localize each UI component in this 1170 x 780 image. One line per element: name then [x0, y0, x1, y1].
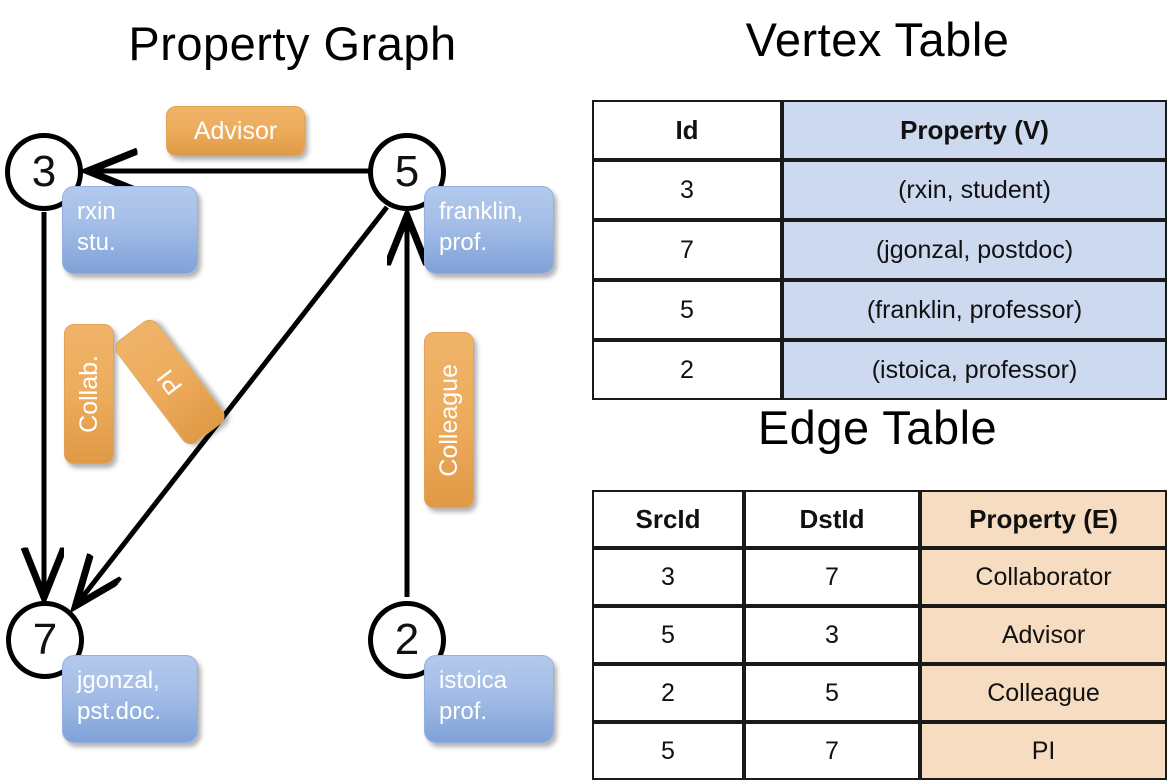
edge-table-header-dstid: DstId: [744, 490, 920, 548]
vertex-table-header-property: Property (V): [782, 100, 1167, 160]
node-property-line-2: prof.: [439, 697, 488, 725]
vertex-cell-id: 5: [592, 280, 782, 340]
vertex-table: Id Property (V) 3 (rxin, student) 7 (jgo…: [592, 100, 1167, 400]
graph-node-7-label: 7: [32, 615, 58, 664]
edge-label-advisor: Advisor: [193, 116, 278, 145]
vertex-table-header-id: Id: [592, 100, 782, 160]
edge-cell-property: Collaborator: [920, 548, 1167, 606]
table-row: 3 (rxin, student): [592, 160, 1167, 220]
graph-node-3-label: 3: [31, 147, 57, 196]
edge-table-header-row: SrcId DstId Property (E): [592, 490, 1167, 548]
vertex-cell-property: (franklin, professor): [782, 280, 1167, 340]
node-property-line-1: franklin,: [439, 198, 524, 225]
edge-label-colleague: Colleague: [434, 363, 463, 477]
vertex-cell-property: (rxin, student): [782, 160, 1167, 220]
table-row: 2 (istoica, professor): [592, 340, 1167, 400]
graph-node-5[interactable]: 5: [368, 133, 446, 211]
edge-label-box-advisor: Advisor: [166, 106, 305, 156]
edge-label-box-colleague: Colleague: [424, 332, 474, 508]
edge-cell-dstid: 5: [744, 664, 920, 722]
edge-cell-dstid: 3: [744, 606, 920, 664]
edge-5-to-7: [77, 205, 389, 604]
node-property-box-istoica: istoica prof.: [424, 655, 554, 743]
edge-table-header-property: Property (E): [920, 490, 1167, 548]
graph-node-2-label: 2: [394, 615, 420, 664]
edge-cell-dstid: 7: [744, 548, 920, 606]
node-property-line-1: jgonzal,: [77, 667, 160, 694]
table-row: 2 5 Colleague: [592, 664, 1167, 722]
table-row: 7 (jgonzal, postdoc): [592, 220, 1167, 280]
vertex-cell-id: 7: [592, 220, 782, 280]
node-property-line-1: rxin: [77, 198, 116, 225]
vertex-cell-property: (istoica, professor): [782, 340, 1167, 400]
edge-cell-property: Colleague: [920, 664, 1167, 722]
table-row: 5 3 Advisor: [592, 606, 1167, 664]
graph-node-5-label: 5: [394, 147, 420, 196]
table-row: 3 7 Collaborator: [592, 548, 1167, 606]
page-title-edge-table: Edge Table: [757, 401, 998, 454]
edge-cell-property: PI: [920, 722, 1167, 780]
graph-node-2[interactable]: 2: [368, 601, 446, 679]
node-property-box-franklin: franklin, prof.: [424, 186, 554, 274]
graph-edges-layer: [0, 0, 585, 760]
property-graph-diagram: 3 5 7 2 rxin stu. franklin, prof. jgonza…: [0, 0, 585, 760]
edge-label-box-collab: Collab.: [64, 324, 114, 464]
edge-cell-dstid: 7: [744, 722, 920, 780]
node-property-line-2: prof.: [439, 228, 488, 256]
edge-table: SrcId DstId Property (E) 3 7 Collaborato…: [592, 490, 1167, 780]
page-title-property-graph: Property Graph: [128, 17, 457, 70]
node-property-line-2: pst.doc.: [77, 697, 162, 725]
edge-cell-property: Advisor: [920, 606, 1167, 664]
edge-label-collab: Collab.: [74, 355, 103, 433]
vertex-table-header-row: Id Property (V): [592, 100, 1167, 160]
vertex-cell-id: 3: [592, 160, 782, 220]
vertex-cell-property: (jgonzal, postdoc): [782, 220, 1167, 280]
page-title-vertex-table: Vertex Table: [745, 13, 1010, 66]
edge-label-pi: PI: [151, 364, 188, 401]
edge-cell-srcid: 2: [592, 664, 744, 722]
table-row: 5 7 PI: [592, 722, 1167, 780]
node-property-box-rxin: rxin stu.: [62, 186, 198, 274]
edge-cell-srcid: 5: [592, 606, 744, 664]
vertex-cell-id: 2: [592, 340, 782, 400]
node-property-line-2: stu.: [77, 228, 116, 256]
edge-cell-srcid: 3: [592, 548, 744, 606]
node-property-box-jgonzal: jgonzal, pst.doc.: [62, 655, 198, 743]
node-property-line-1: istoica: [439, 667, 508, 694]
table-row: 5 (franklin, professor): [592, 280, 1167, 340]
edge-cell-srcid: 5: [592, 722, 744, 780]
edge-table-header-srcid: SrcId: [592, 490, 744, 548]
